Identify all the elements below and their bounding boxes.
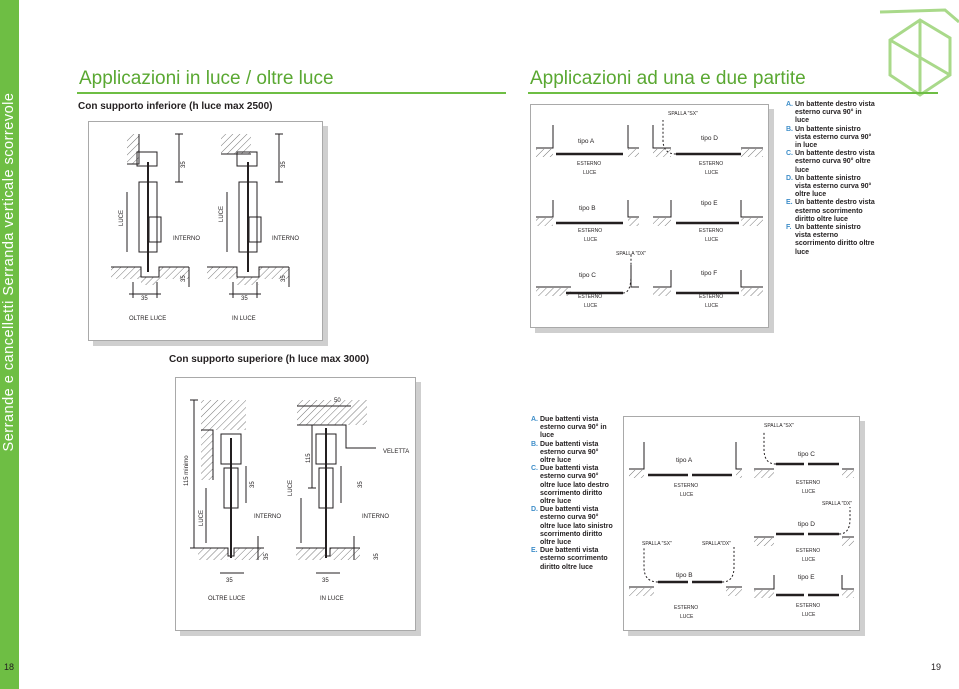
fig1-dim-35-bottom-2: 35 xyxy=(241,296,248,302)
fig2-dim-35-side: 35 xyxy=(264,553,270,560)
fig4-esterno-a: ESTERNO xyxy=(674,483,698,489)
fig4-tipo-a: tipo A xyxy=(676,457,693,464)
fig3-luce-c: LUCE xyxy=(584,303,598,309)
figure-lower-support: LUCE LUCE INTERNO INTERNO 35 35 35 35 35… xyxy=(88,121,323,341)
fig1-dim-35-side: 35 xyxy=(181,275,187,282)
fig3-tipo-e: tipo E xyxy=(701,200,718,207)
legend-single-item: F.Un battente sinistro vista esterno sco… xyxy=(786,224,875,256)
fig2-caption-in-luce: IN LUCE xyxy=(320,596,344,602)
fig2-dim-115: 115 xyxy=(306,453,312,463)
fig3-esterno-f: ESTERNO xyxy=(699,294,723,300)
legend-double-item: B.Due battenti vista esterno curva 90° o… xyxy=(531,440,599,465)
fig4-luce-e: LUCE xyxy=(802,612,816,618)
fig4-spalla-sx-right: SPALLA "SX" xyxy=(764,423,794,429)
fig4-tipo-e: tipo E xyxy=(798,574,815,581)
page-number-right: 19 xyxy=(931,662,942,672)
legend-double-item: C.Due battenti vista esterno curva 90° o… xyxy=(531,465,609,506)
legend-single-item: D.Un battente sinistro vista esterno cur… xyxy=(786,174,872,199)
fig3-spalla-sx: SPALLA "SX" xyxy=(668,111,698,117)
left-page-heading: Applicazioni in luce / oltre luce xyxy=(79,68,334,89)
fig4-spalla-dx: SPALLA"DX" xyxy=(702,541,731,547)
figure-double-leaf-drawing: tipo A tipo B tipo C tipo D tipo E ESTER… xyxy=(629,423,854,620)
fig3-tipo-c: tipo C xyxy=(579,272,596,279)
fig1-caption-oltre-luce: OLTRE LUCE xyxy=(129,316,166,322)
fig1-dim-35-top: 35 xyxy=(181,161,187,168)
fig1-dim-35-top-2: 35 xyxy=(281,161,287,168)
fig4-luce-b: LUCE xyxy=(680,614,694,620)
fig2-dim-35-mid: 35 xyxy=(250,481,256,488)
fig4-spalla-sx: SPALLA "SX" xyxy=(642,541,672,547)
fig1-luce-label-2: LUCE xyxy=(219,206,225,222)
watermark-logo xyxy=(879,8,959,97)
fig4-tipo-d: tipo D xyxy=(798,521,815,528)
fig4-tipo-c: tipo C xyxy=(798,451,815,458)
fig4-luce-d: LUCE xyxy=(802,557,816,563)
legend-single-leaf: A.Un battente destro vista esterno curva… xyxy=(786,101,876,257)
legend-double-leaf: A.Due battenti vista esterno curva 90° i… xyxy=(531,416,613,572)
legend-double-item: A.Due battenti vista esterno curva 90° i… xyxy=(531,416,607,440)
fig4-esterno-e: ESTERNO xyxy=(796,603,820,609)
fig3-esterno-e: ESTERNO xyxy=(699,228,723,234)
legend-double-item: D.Due battenti vista esterno curva 90° o… xyxy=(531,506,613,547)
fig3-tipo-a: tipo A xyxy=(578,138,595,145)
fig3-luce-b: LUCE xyxy=(584,237,598,243)
fig3-esterno-d: ESTERNO xyxy=(699,161,723,167)
legend-single-item: C.Un battente destro vista esterno curva… xyxy=(786,150,875,174)
fig1-dim-35-bottom: 35 xyxy=(141,296,148,302)
figure-upper-support: 115 minimo LUCE LUCE 115 INTERNO INTERNO… xyxy=(175,377,416,631)
fig3-luce-d: LUCE xyxy=(705,170,719,176)
fig2-luce-label: LUCE xyxy=(199,510,205,526)
legend-single-item: A.Un battente destro vista esterno curva… xyxy=(786,101,875,125)
right-heading-rule xyxy=(528,92,938,94)
fig2-dim-35-bottom: 35 xyxy=(226,578,233,584)
legend-single-item: B.Un battente sinistro vista esterno cur… xyxy=(786,125,872,150)
section-title-lower-support: Con supporto inferiore (h luce max 2500) xyxy=(78,101,273,112)
fig2-veletta-label: VELETTA xyxy=(383,449,409,455)
fig3-tipo-d: tipo D xyxy=(701,135,718,142)
fig2-caption-oltre-luce: OLTRE LUCE xyxy=(208,596,245,602)
figure-upper-support-drawing: 115 minimo LUCE LUCE 115 INTERNO INTERNO… xyxy=(184,398,409,602)
fig2-min-label: 115 minimo xyxy=(184,455,190,486)
fig2-dim-35-side-2: 35 xyxy=(374,553,380,560)
fig4-luce-c: LUCE xyxy=(802,489,816,495)
fig4-spalla-dx-right: SPALLA "DX" xyxy=(822,501,852,507)
fig3-esterno-a: ESTERNO xyxy=(577,161,601,167)
fig3-tipo-f: tipo F xyxy=(701,270,717,277)
page-number-left: 18 xyxy=(4,662,15,672)
fig2-luce-label-2: LUCE xyxy=(288,480,294,496)
fig3-spalla-dx: SPALLA "DX" xyxy=(616,251,646,257)
fig1-luce-label: LUCE xyxy=(119,210,125,226)
fig4-esterno-c: ESTERNO xyxy=(796,480,820,486)
fig4-tipo-b: tipo B xyxy=(676,572,693,579)
fig2-interno-label: INTERNO xyxy=(254,514,281,520)
left-heading-rule xyxy=(77,92,506,94)
section-title-upper-support: Con supporto superiore (h luce max 3000) xyxy=(169,354,370,365)
figure-double-leaf-types: tipo A tipo B tipo C tipo D tipo E ESTER… xyxy=(623,416,860,631)
figure-single-leaf-drawing: tipo A tipo B tipo C tipo D tipo E tipo … xyxy=(536,111,763,309)
fig1-dim-35-side-2: 35 xyxy=(281,275,287,282)
fig3-luce-a: LUCE xyxy=(583,170,597,176)
fig1-caption-in-luce: IN LUCE xyxy=(232,316,256,322)
legend-double-item: E.Due battenti vista esterno scorrimento… xyxy=(531,547,608,571)
legend-single-item: E.Un battente destro vista esterno scorr… xyxy=(786,199,875,223)
fig4-esterno-b: ESTERNO xyxy=(674,605,698,611)
fig2-dim-50: 50 xyxy=(334,398,341,404)
sidebar-band xyxy=(0,0,19,689)
fig3-esterno-b: ESTERNO xyxy=(578,228,602,234)
figure-single-leaf-types: tipo A tipo B tipo C tipo D tipo E tipo … xyxy=(530,104,769,328)
fig3-luce-f: LUCE xyxy=(705,303,719,309)
fig2-dim-35-mid-2: 35 xyxy=(358,481,364,488)
fig2-interno-label-2: INTERNO xyxy=(362,514,389,520)
fig1-interno-label: INTERNO xyxy=(173,236,200,242)
fig4-esterno-d: ESTERNO xyxy=(796,548,820,554)
right-page-heading: Applicazioni ad una e due partite xyxy=(530,68,806,89)
fig3-tipo-b: tipo B xyxy=(579,205,596,212)
figure-lower-support-drawing: LUCE LUCE INTERNO INTERNO 35 35 35 35 35… xyxy=(111,133,299,322)
fig3-esterno-c: ESTERNO xyxy=(578,294,602,300)
fig3-luce-e: LUCE xyxy=(705,237,719,243)
fig2-dim-35-bottom-2: 35 xyxy=(322,578,329,584)
fig4-luce-a: LUCE xyxy=(680,492,694,498)
fig1-interno-label-2: INTERNO xyxy=(272,236,299,242)
